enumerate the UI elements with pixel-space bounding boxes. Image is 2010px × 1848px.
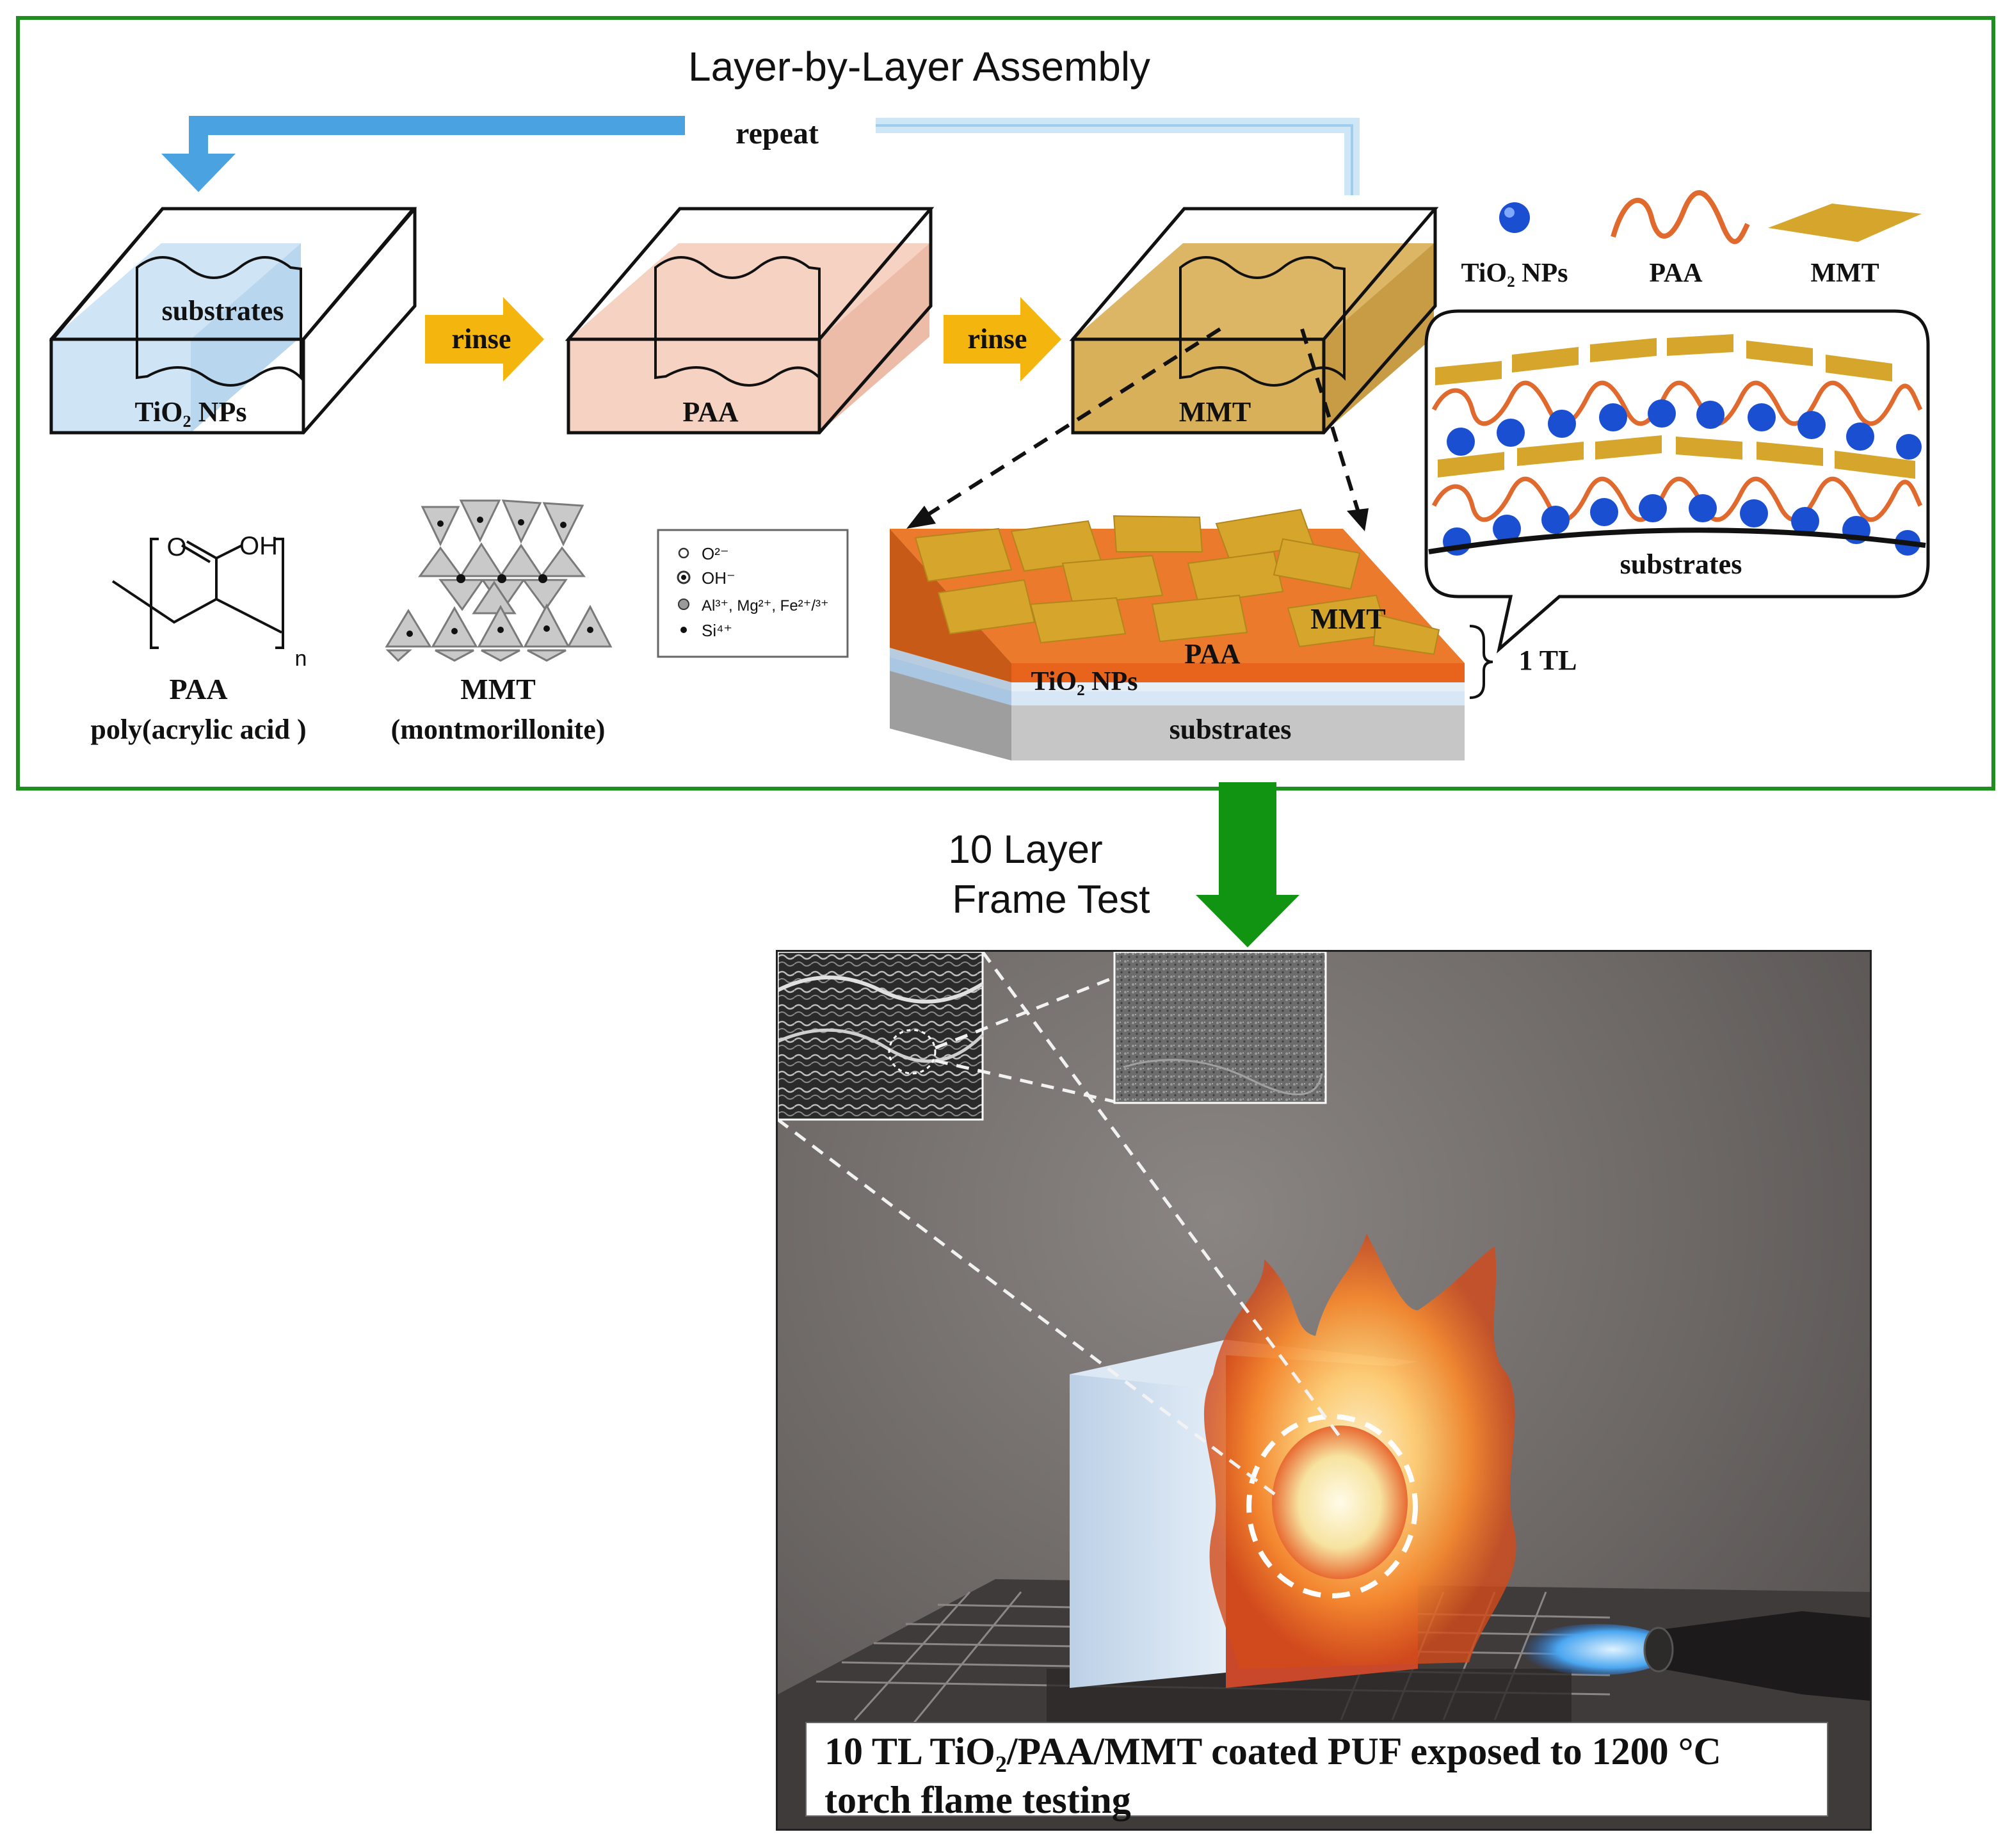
stack-mmt-label: MMT <box>1310 602 1386 635</box>
zoom-substrate-label: substrates <box>1620 549 1742 580</box>
mmt-full-name: (montmorillonite) <box>391 714 606 745</box>
rinse-label-2: rinse <box>968 323 1027 355</box>
legend-tio2-label: TiO₂ NPs <box>1461 259 1568 288</box>
legend-mmt-icon <box>1768 204 1922 242</box>
paa-o-label: O <box>166 533 186 561</box>
caption-line-1: 10 TL TiO₂/PAA/MMT coated PUF exposed to… <box>824 1730 1721 1772</box>
torch <box>1520 1611 1870 1701</box>
paa-n-label: n <box>295 647 307 671</box>
test-label-line2: Frame Test <box>953 878 1150 922</box>
zoom-dashed-arrows <box>921 327 1360 520</box>
mmt-structure-ions <box>406 517 593 637</box>
legend-paa-label: PAA <box>1649 259 1703 288</box>
ion-legend-o2: O²⁻ <box>702 544 729 563</box>
zoom-arrow-head-left <box>906 506 936 529</box>
stack-paa-label: PAA <box>1184 638 1240 670</box>
tio2-bath-label: TiO₂ NPs <box>135 396 247 428</box>
rinse-arrow-1 <box>425 297 544 382</box>
paa-bath <box>565 207 935 435</box>
flame <box>1203 1233 1516 1669</box>
paa-structure-drawing <box>111 538 284 649</box>
mmt-name: MMT <box>460 673 536 705</box>
tl-bracket-label: 1 TL <box>1519 645 1577 676</box>
legend-tio2-icon <box>1499 202 1530 233</box>
repeat-arrow <box>161 116 1360 195</box>
test-label-line1: 10 Layer <box>948 828 1102 872</box>
paa-name: PAA <box>169 673 227 705</box>
stack-substrate-label: substrates <box>1170 714 1292 745</box>
ion-legend-metal: Al³⁺, Mg²⁺, Fe²⁺/³⁺ <box>702 597 829 615</box>
tem-inset <box>1113 952 1327 1104</box>
legend-paa-icon <box>1611 190 1750 245</box>
paa-oh-label: OH <box>239 532 278 560</box>
zoom-arrow-head-right <box>1347 508 1369 531</box>
repeat-label: repeat <box>736 117 819 150</box>
rinse-label-1: rinse <box>452 323 511 355</box>
assembly-title: Layer-by-Layer Assembly <box>688 44 1150 90</box>
ion-legend-box <box>657 529 849 658</box>
si-ion-icon <box>680 627 687 633</box>
mmt-bath-label: MMT <box>1179 396 1251 428</box>
oh-ion-icon <box>677 570 691 584</box>
legend-mmt-label: MMT <box>1810 259 1879 288</box>
mmt-sheet-tiles <box>914 508 1440 655</box>
tl-bracket <box>1469 625 1493 699</box>
caption-line-2: torch flame testing <box>824 1779 1131 1821</box>
multilayer-zoom-bubble <box>1424 309 1930 654</box>
down-arrow <box>1196 782 1299 947</box>
mmt-bath <box>1069 207 1439 435</box>
paa-bath-label: PAA <box>682 396 738 428</box>
stack-tio2-label: TiO₂ NPs <box>1031 667 1138 696</box>
paa-full-name: poly(acrylic acid ) <box>90 714 306 745</box>
metal-ion-icon <box>678 599 689 610</box>
substrate-label: substrates <box>162 295 284 326</box>
sem-inset <box>778 952 984 1121</box>
photo-caption: 10 TL TiO₂/PAA/MMT coated PUF exposed to… <box>805 1722 1828 1821</box>
ion-legend-oh: OH⁻ <box>702 568 736 588</box>
inset-connector-lines <box>778 952 1343 1497</box>
rinse-arrow-2 <box>944 297 1061 382</box>
ion-legend-si: Si⁴⁺ <box>702 621 732 640</box>
flame-test-photo <box>776 950 1872 1831</box>
assembly-frame <box>16 16 1995 791</box>
tio2-bath <box>49 207 417 435</box>
burn-spot-circle <box>1246 1414 1418 1598</box>
o2-ion-icon <box>678 547 689 559</box>
